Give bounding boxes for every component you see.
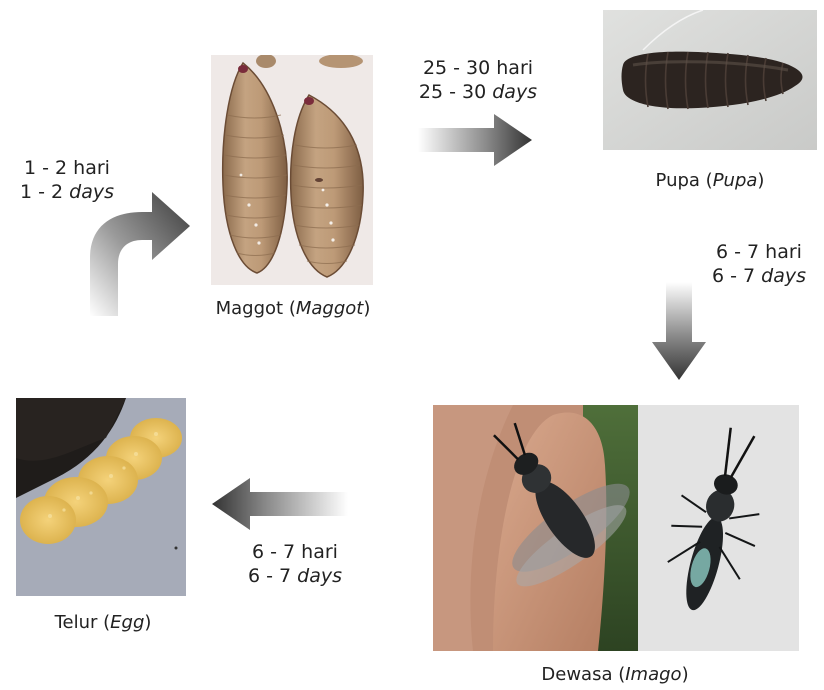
- pupa-label: Pupa (Pupa): [610, 170, 810, 192]
- duration-adult-to-egg: 6 - 7 hari 6 - 7 days: [230, 540, 360, 588]
- duration-pupa-to-adult: 6 - 7 hari 6 - 7 days: [700, 240, 818, 288]
- adult-label-en: Imago: [625, 664, 681, 685]
- duration-maggot-to-pupa: 25 - 30 hari 25 - 30 days: [398, 56, 558, 104]
- pupa-label-id: Pupa: [656, 170, 700, 191]
- arrow-maggot-to-pupa-icon: [418, 112, 534, 168]
- duration-maggot-to-pupa-en: 25 - 30 days: [398, 80, 558, 104]
- adult-label-id: Dewasa: [541, 664, 612, 685]
- pupa-label-en: Pupa: [713, 170, 758, 191]
- adult-photo: [433, 405, 799, 651]
- duration-egg-to-maggot-id: 1 - 2 hari: [6, 156, 128, 180]
- duration-adult-to-egg-id: 6 - 7 hari: [230, 540, 360, 564]
- pupa-photo: [603, 10, 817, 150]
- egg-label-id: Telur: [55, 612, 98, 633]
- adult-label: Dewasa (Imago): [510, 664, 720, 686]
- duration-pupa-to-adult-id: 6 - 7 hari: [700, 240, 818, 264]
- egg-label: Telur (Egg): [20, 612, 186, 634]
- maggot-photo: [211, 55, 373, 285]
- egg-label-en: Egg: [110, 612, 144, 633]
- maggot-label-en: Maggot: [296, 298, 363, 319]
- egg-photo: [16, 398, 186, 596]
- arrow-pupa-to-adult-icon: [651, 282, 707, 382]
- duration-maggot-to-pupa-id: 25 - 30 hari: [398, 56, 558, 80]
- maggot-label: Maggot (Maggot): [200, 298, 386, 320]
- arrow-adult-to-egg-icon: [210, 476, 348, 532]
- duration-adult-to-egg-en: 6 - 7 days: [230, 564, 360, 588]
- arrow-egg-to-maggot-icon: [86, 188, 194, 318]
- maggot-label-id: Maggot: [216, 298, 283, 319]
- duration-pupa-to-adult-en: 6 - 7 days: [700, 264, 818, 288]
